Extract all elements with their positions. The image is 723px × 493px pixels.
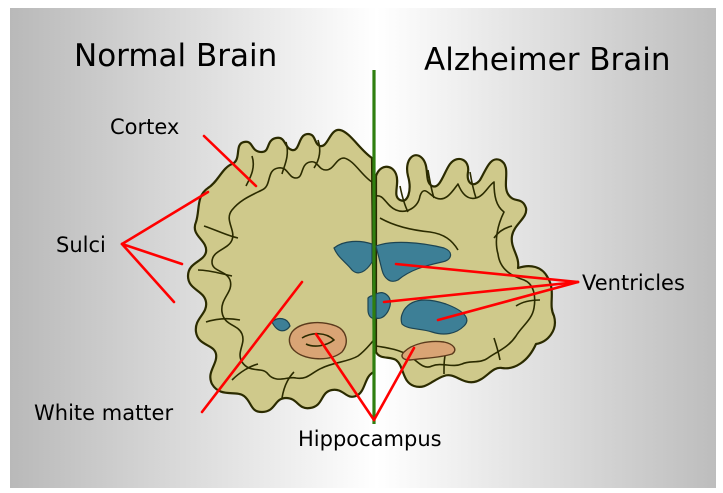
white-matter-label: White matter (34, 401, 173, 425)
ventricles-label: Ventricles (582, 271, 685, 295)
hippocampus-label: Hippocampus (298, 427, 442, 451)
normal-hippocampus (289, 323, 346, 359)
alzheimer-brain-title: Alzheimer Brain (424, 42, 671, 78)
normal-brain-title: Normal Brain (74, 38, 277, 74)
cortex-label: Cortex (110, 115, 179, 139)
sulci-label: Sulci (56, 233, 106, 257)
